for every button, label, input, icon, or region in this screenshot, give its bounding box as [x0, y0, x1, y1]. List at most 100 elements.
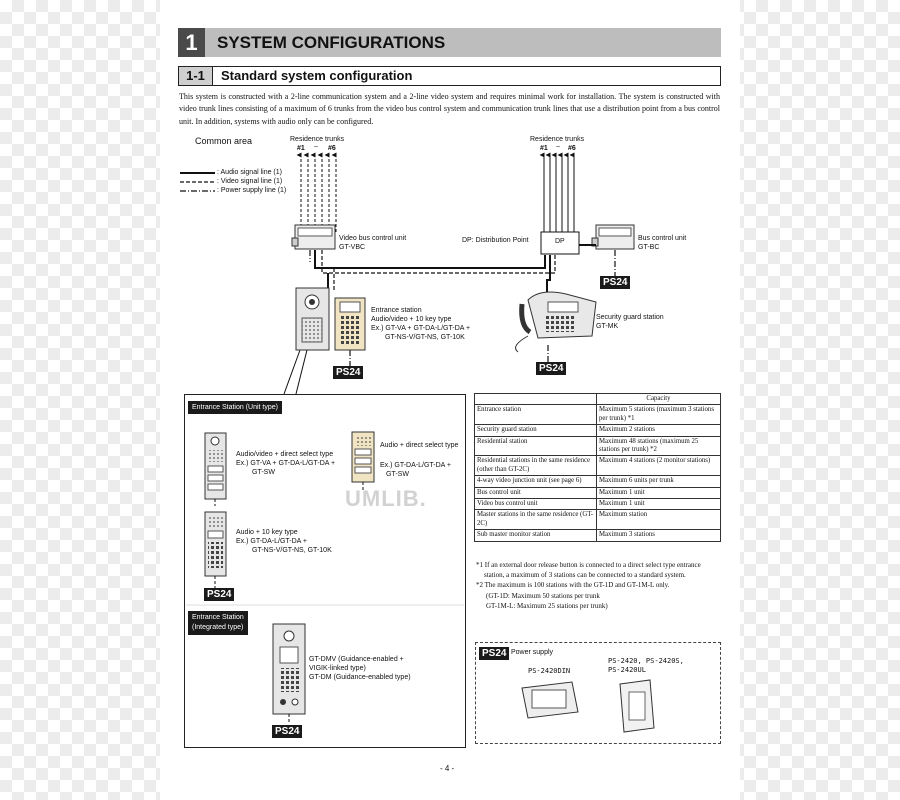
table-row: Residential stations in the same residen… [474, 455, 721, 477]
power-supply-box [475, 642, 721, 744]
integrated-title-line2: (Integrated type) [192, 624, 244, 631]
ps24-badge-entrance: PS24 [333, 366, 364, 379]
item3-line3: GT-NS-V/GT-NS, GT-10K [252, 547, 332, 554]
ps24-badge-unit: PS24 [204, 588, 235, 601]
entrance-label-line3: Ex.) GT-VA + GT-DA-L/GT-DA + [371, 325, 471, 332]
table-row: 4-way video junction unit (see page 6)Ma… [474, 475, 721, 488]
entrance-station-panel [184, 394, 466, 748]
section-number: 1 [178, 28, 205, 57]
row-value: Maximum 3 stations [596, 529, 721, 542]
left-trunks-title: Residence trunks [290, 136, 345, 143]
note-1: *1 If an external door release button is… [476, 561, 701, 580]
subsection-title: Standard system configuration [221, 68, 413, 83]
integrated-entrance-device [272, 623, 306, 724]
watermark: UMLIB. [345, 486, 427, 511]
row-item: Entrance station [474, 404, 597, 426]
unit-type-title: Entrance Station (Unit type) [188, 401, 282, 414]
note-2b: (GT-1D: Maximum 50 stations per trunk [486, 591, 600, 600]
entrance-label-line2: Audio/video + 10 key type [371, 316, 452, 323]
model-ps-2420din: PS-2420DIN [528, 667, 571, 675]
row-item: Residential station [474, 435, 597, 457]
unit-audio-direct-select-device [351, 431, 375, 490]
row-value: Maximum 48 stations (maximum 25 stations… [596, 435, 721, 457]
page-number: - 4 - [440, 764, 455, 773]
item4-line2: VIGIK-linked type) [309, 665, 366, 672]
table-corner [474, 392, 597, 406]
note-2c: GT-1M-L: Maximum 25 stations per trunk) [486, 601, 608, 610]
row-item: Video bus control unit [474, 498, 597, 511]
footnotes: *1 If an external door release button is… [476, 560, 721, 611]
connection-lines [283, 244, 616, 395]
bus-control-unit-device [591, 224, 635, 250]
row-item: Sub master monitor station [474, 529, 597, 542]
row-value: Maximum 6 units per trunk [596, 475, 721, 488]
intro-paragraph: This system is constructed with a 2-line… [179, 92, 720, 126]
bc-label-line2: GT-BC [638, 244, 660, 251]
legend-power-label: : Power supply line (1) [217, 187, 287, 194]
item1-line2: Ex.) GT-VA + GT-DA-L/GT-DA + [236, 460, 336, 467]
guard-label-line2: GT-MK [596, 323, 619, 330]
item3-line1: Audio + 10 key type [236, 529, 298, 536]
item2-line1: Audio + direct select type [380, 442, 459, 449]
row-value: Maximum station [596, 509, 721, 531]
bc-label-line1: Bus control unit [638, 235, 687, 242]
distribution-point-box [540, 231, 580, 255]
ps24-badge-bc: PS24 [600, 276, 631, 289]
dp-box-label: DP [555, 238, 565, 245]
table-row: Master stations in the same residence (G… [474, 509, 721, 531]
common-area-label: Common area [195, 136, 253, 146]
row-value: Maximum 1 unit [596, 498, 721, 511]
section-title: SYSTEM CONFIGURATIONS [217, 33, 446, 52]
legend-audio-label: : Audio signal line (1) [217, 169, 282, 176]
vbc-label-line2: GT-VBC [339, 244, 366, 251]
right-trunk-tilde: ~ [556, 144, 561, 151]
row-value: Maximum 2 stations [596, 424, 721, 437]
ps-2420-device [619, 679, 655, 733]
left-trunk-first: #1 [297, 145, 305, 152]
power-supply-title: Power supply [511, 649, 554, 656]
legend-video-label: : Video signal line (1) [217, 178, 283, 185]
ps-2420din-device [521, 681, 579, 719]
unit-av-direct-select-device [204, 432, 227, 506]
ps24-badge-guard: PS24 [536, 362, 567, 375]
subsection-number: 1-1 [179, 67, 213, 85]
ps24-badge-power: PS24 [479, 647, 510, 660]
entrance-station-device [295, 287, 366, 351]
item2-line2: Ex.) GT-DA-L/GT-DA + [380, 462, 451, 469]
item1-line1: Audio/video + direct select type [236, 451, 334, 458]
right-trunks-title: Residence trunks [530, 136, 585, 143]
row-item: Security guard station [474, 424, 597, 437]
unit-audio-10key-device [204, 511, 227, 588]
item3-line2: Ex.) GT-DA-L/GT-DA + [236, 538, 307, 545]
item1-line3: GT-SW [252, 469, 275, 476]
integrated-type-title: Entrance Station (Integrated type) [188, 611, 248, 635]
item2-line3: GT-SW [386, 471, 409, 478]
entrance-label-line1: Entrance station [371, 307, 422, 314]
item4-line3: GT-DM (Guidance-enabled type) [309, 674, 411, 681]
row-item: Master stations in the same residence (G… [474, 509, 597, 531]
subsection-heading-bar [178, 66, 721, 86]
integrated-title-line1: Entrance Station [192, 614, 244, 621]
row-item: Residential stations in the same residen… [474, 455, 597, 477]
dp-legend-label: DP: Distribution Point [462, 237, 529, 244]
video-bus-control-unit-device [291, 224, 336, 250]
right-trunk-lines [539, 152, 575, 232]
entrance-label-line4: GT-NS-V/GT-NS, GT-10K [385, 334, 465, 341]
model-ps-2420-line1: PS-2420, PS-2420S, [608, 657, 684, 665]
right-trunk-last: #6 [568, 145, 576, 152]
item4-line1: GT-DMV (Guidance-enabled + [309, 656, 404, 663]
model-ps-2420-line2: PS-2420UL [608, 666, 646, 674]
vbc-label-line1: Video bus control unit [339, 235, 407, 242]
left-trunk-tilde: ~ [314, 144, 319, 151]
row-value: Maximum 4 stations (2 monitor stations) [596, 455, 721, 477]
capacity-header: Capacity [596, 392, 721, 406]
right-trunk-first: #1 [540, 145, 548, 152]
note-2a: *2 The maximum is 100 stations with the … [476, 581, 670, 590]
section-heading-bar [178, 28, 721, 57]
